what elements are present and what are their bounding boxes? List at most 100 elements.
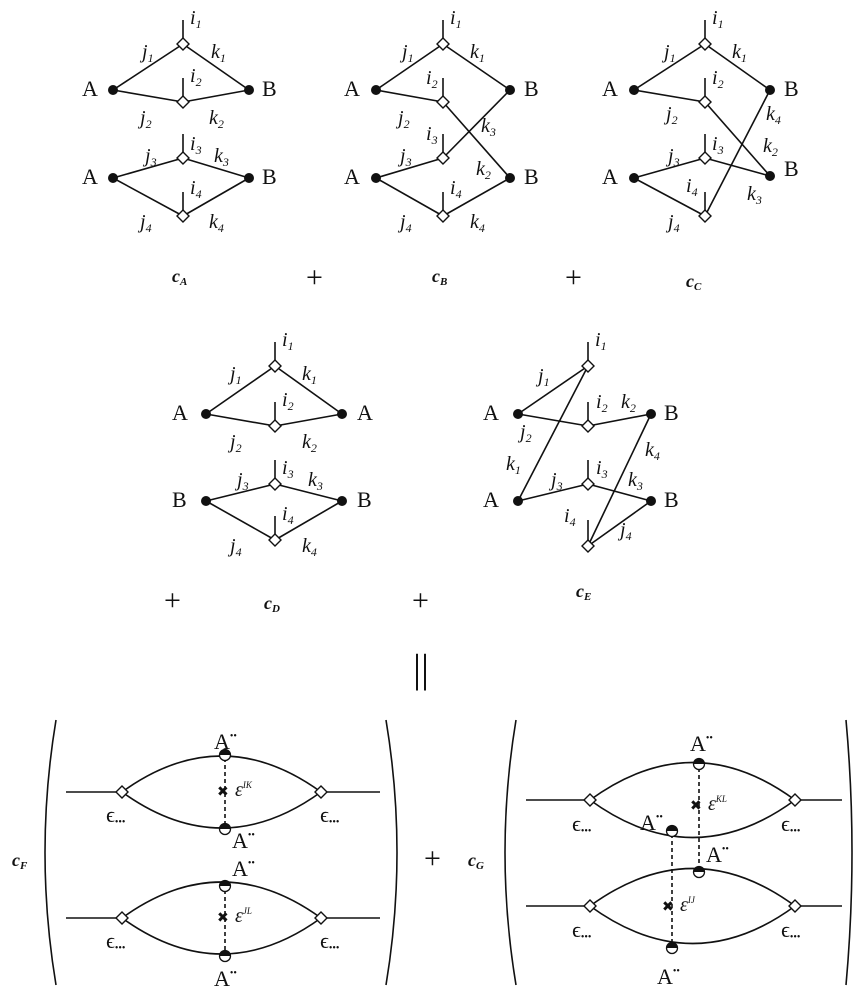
tensor-label: A•• <box>232 828 255 853</box>
edge-label: i3 <box>596 457 608 481</box>
edge-label: j1 <box>399 41 414 65</box>
edge-line <box>375 43 444 91</box>
edge-line <box>517 483 589 502</box>
edge-label: i1 <box>450 7 462 31</box>
edge-label: k3 <box>481 115 496 139</box>
edge-line <box>704 43 771 91</box>
vertex-diamond <box>436 151 450 165</box>
edge-line <box>182 89 250 103</box>
cross-icon: ✖ <box>690 799 702 814</box>
vertex-diamond <box>436 209 450 223</box>
point-label-A: A <box>483 400 499 425</box>
epsilon-label: εJL <box>235 905 252 927</box>
point-label-A: A <box>602 76 618 101</box>
cross-icon: ✖ <box>662 900 674 915</box>
point-dot <box>201 496 211 506</box>
edge-line <box>375 157 444 179</box>
edge-label: k4 <box>766 103 781 127</box>
point-dot <box>244 85 254 95</box>
edge-label: k3 <box>628 469 643 493</box>
vertex-diamond <box>698 151 712 165</box>
vertex-diamond <box>176 209 190 223</box>
edge-line <box>182 157 250 179</box>
plus-sign: + <box>306 261 323 294</box>
edge-line <box>205 413 276 427</box>
epsilon-label: ϵ••• <box>781 811 800 837</box>
edge-label: j1 <box>661 41 676 65</box>
edge-label: i3 <box>426 123 438 147</box>
point-label-B: B <box>664 400 679 425</box>
point-dot <box>513 496 523 506</box>
edge-label: i2 <box>712 67 724 91</box>
edge-label: k2 <box>302 431 317 455</box>
point-dot <box>371 173 381 183</box>
epsilon-label: ϵ••• <box>781 917 800 943</box>
epsilon-label: ϵ••• <box>572 917 591 943</box>
vertex-diamond <box>268 359 282 373</box>
point-dot <box>201 409 211 419</box>
point-label-B: B <box>784 156 799 181</box>
point-dot <box>108 85 118 95</box>
tensor-label: A•• <box>706 842 729 867</box>
vertex-diamond <box>115 785 129 799</box>
edge-line <box>442 177 511 217</box>
edge-line <box>112 43 184 91</box>
tensor-node-half <box>219 749 231 755</box>
tensor-node-half <box>219 950 231 956</box>
edge-line <box>205 365 276 415</box>
coefficient-label: cB <box>432 266 447 288</box>
edge-label: j2 <box>517 421 532 445</box>
plus-sign: + <box>412 584 429 617</box>
vertex-diamond <box>176 37 190 51</box>
epsilon-label: εIK <box>235 779 253 801</box>
point-dot <box>629 173 639 183</box>
tensor-label: A•• <box>640 810 663 835</box>
edge-line <box>442 101 511 179</box>
edge-line <box>587 500 652 547</box>
edge-label: i2 <box>426 67 438 91</box>
coefficient-label: cD <box>264 593 280 615</box>
edge-label: i1 <box>190 7 202 31</box>
edge-label: k2 <box>763 135 778 159</box>
edge-label: i2 <box>282 389 294 413</box>
parenthesis <box>504 719 517 986</box>
coefficient-label: cF <box>12 850 28 872</box>
parenthesis <box>845 719 853 986</box>
edge-label: j2 <box>663 103 678 127</box>
tensor-node-half <box>219 880 231 886</box>
edge-label: k4 <box>209 211 224 235</box>
vertex-diamond <box>268 533 282 547</box>
point-label-B: B <box>524 164 539 189</box>
plus-sign: + <box>424 842 441 875</box>
vertex-diamond <box>314 785 328 799</box>
edge-label: j2 <box>227 431 242 455</box>
edge-label: j4 <box>617 519 632 543</box>
vertex-diamond <box>115 911 129 925</box>
epsilon-label: εIJ <box>680 894 696 916</box>
edge-label: k4 <box>302 535 317 559</box>
cross-icon: ✖ <box>217 785 229 800</box>
edge-label: k1 <box>470 41 485 65</box>
edge-label: j2 <box>137 107 152 131</box>
point-label-A: A <box>483 487 499 512</box>
vertex-diamond <box>698 209 712 223</box>
vertex-diamond <box>176 151 190 165</box>
point-dot <box>244 173 254 183</box>
vertex-diamond <box>436 37 450 51</box>
edge-label: i3 <box>712 133 724 157</box>
tensor-label: A•• <box>232 856 255 881</box>
tensor-label: A•• <box>690 731 713 756</box>
point-label-B: B <box>262 76 277 101</box>
edge-label: k2 <box>209 107 224 131</box>
epsilon-label: ϵ••• <box>106 928 125 954</box>
tensor-node-half <box>666 825 678 831</box>
edge-label: j1 <box>535 365 550 389</box>
vertex-diamond <box>268 477 282 491</box>
edge-line <box>274 500 343 541</box>
edge-label: i3 <box>282 457 294 481</box>
edge-line <box>633 157 706 179</box>
edge-line <box>375 89 444 103</box>
edge-line <box>442 43 511 91</box>
vertex-diamond <box>581 419 595 433</box>
